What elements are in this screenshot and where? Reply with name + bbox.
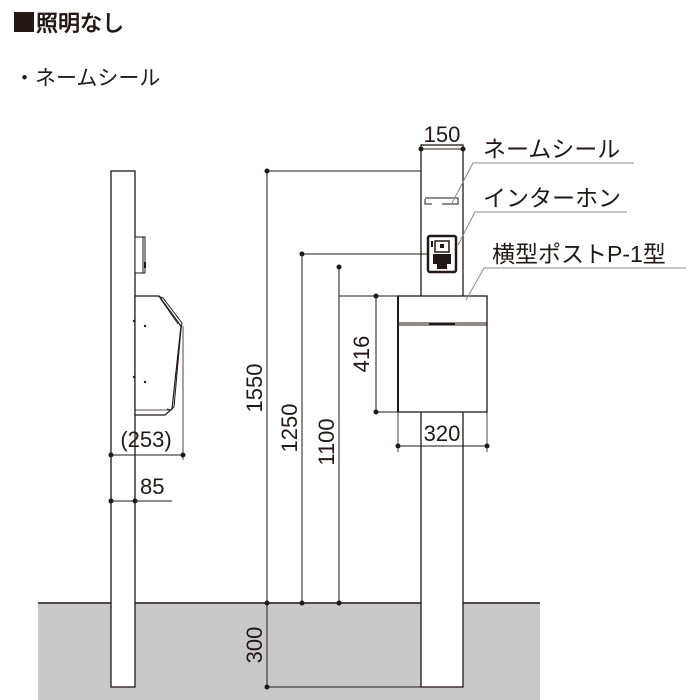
dim-side-depth-label: (253) (120, 427, 171, 452)
dim-post-width-label: 150 (424, 122, 461, 147)
dim-mailbox-height: 416 (339, 293, 398, 415)
callout-intercom-label: インターホン (483, 185, 621, 211)
callout-intercom: インターホン (457, 185, 627, 246)
dim-total-height-label: 1550 (242, 364, 267, 413)
dim-mailbox-width-label: 320 (424, 421, 461, 446)
dim-side-depth: (253) (108, 326, 186, 460)
side-post (110, 170, 136, 688)
page-title: 照明なし (14, 6, 124, 38)
feature-note: ・ネームシール (14, 62, 160, 92)
dim-total-height: 1550 (242, 168, 421, 687)
note-text: ネームシール (35, 67, 161, 90)
title-text: 照明なし (36, 11, 125, 36)
dim-mailbox-top-height-label: 1100 (314, 418, 339, 465)
dim-post-offset-label: 85 (140, 474, 164, 499)
front-post (420, 144, 464, 688)
note-bullet: ・ (14, 67, 35, 90)
dim-post-width: 150 (418, 122, 466, 152)
dim-post-offset: 85 (108, 440, 172, 540)
side-intercom (134, 236, 146, 274)
dim-embed-depth: 300 (242, 627, 421, 690)
side-mailbox (132, 295, 183, 416)
name-seal (424, 197, 459, 205)
callout-name-seal: ネームシール (451, 136, 634, 204)
dim-mailbox-top-height: 1100 (314, 264, 342, 606)
intercom-unit (426, 234, 458, 274)
front-view: 150 416 320 1550 (242, 122, 686, 690)
callout-mailbox-label: 横型ポストP-1型 (492, 241, 666, 267)
side-view: (253) 85 (108, 170, 186, 688)
dim-embed-depth-label: 300 (242, 627, 267, 664)
dim-intercom-height: 1250 (277, 251, 428, 606)
dim-intercom-height-label: 1250 (277, 404, 302, 453)
callout-name-seal-label: ネームシール (483, 136, 620, 162)
dim-mailbox-height-label: 416 (349, 336, 374, 373)
dim-mailbox-width: 320 (395, 412, 490, 452)
callout-mailbox: 横型ポストP-1型 (465, 241, 686, 301)
title-marker-icon (14, 12, 34, 32)
mailbox-front (397, 295, 488, 413)
